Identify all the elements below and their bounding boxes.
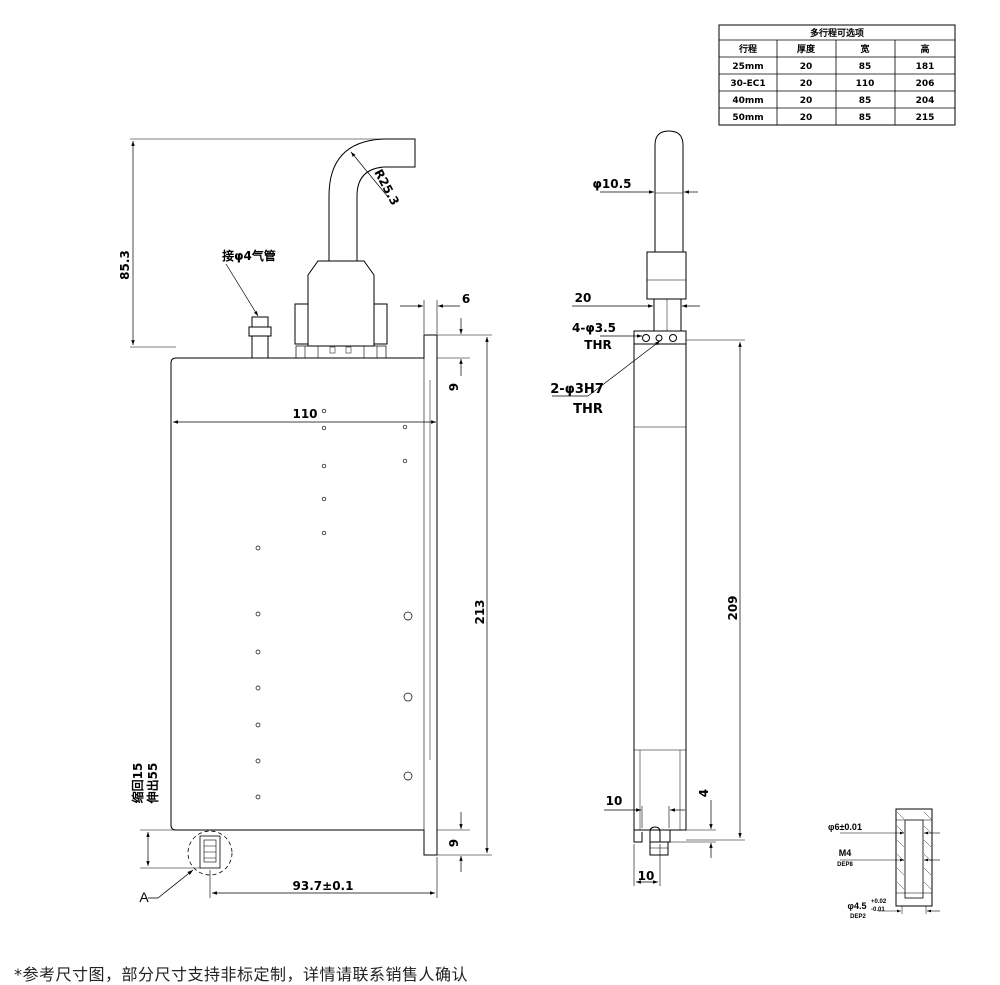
- pin-hole-tol-lower: -0.01: [871, 907, 885, 913]
- dim-top-height: 85.3: [118, 250, 132, 280]
- table-title: 多行程可选项: [810, 27, 864, 39]
- dim-bottom-upper: 10: [606, 794, 623, 808]
- table-cell: 20: [800, 113, 813, 123]
- air-fitting: [248, 316, 272, 359]
- table-header-width: 宽: [859, 43, 869, 55]
- hole-label-a-sub: THR: [584, 338, 611, 352]
- pin-hole-depth: DEP2: [850, 914, 866, 920]
- dim-gap-top: 6: [462, 292, 470, 306]
- table-cell: 50mm: [732, 113, 763, 123]
- front-bent-tube: [328, 138, 416, 261]
- table-cell: 110: [856, 79, 875, 89]
- pin-hole-main: φ4.5: [848, 901, 867, 911]
- table-cell: 30-EC1: [730, 79, 765, 89]
- detail-callout: A: [139, 889, 149, 905]
- hole-label-a: 4-φ3.5: [572, 321, 616, 335]
- dim-bottom-lower: 10: [638, 869, 655, 883]
- footnote: *参考尺寸图，部分尺寸支持非标定制，详情请联系销售人确认: [14, 965, 469, 984]
- dim-bottom-offset: 4: [697, 789, 711, 797]
- front-holes: [255, 408, 413, 800]
- table-cell: 40mm: [732, 96, 763, 106]
- dim-body-height: 209: [726, 595, 740, 620]
- table-cell: 85: [859, 96, 872, 106]
- table-cell: 181: [916, 62, 935, 72]
- table-cell: 204: [916, 96, 935, 106]
- side-rod: [654, 130, 684, 252]
- front-detail-circle: [187, 830, 233, 876]
- thread-label: M4: [839, 848, 852, 858]
- dim-width: 110: [292, 407, 317, 421]
- options-table: 多行程可选项 行程 厚度 宽 高 25mm 20 85 181 30-EC1 2…: [718, 24, 956, 126]
- hole-label-b: 2-φ3H7: [550, 382, 604, 397]
- table-cell: 20: [800, 79, 813, 89]
- table-cell: 206: [916, 79, 935, 89]
- dim-bend-radius: R25.3: [371, 167, 402, 208]
- dim-lower-offset: 9: [447, 839, 461, 847]
- table-cell: 215: [916, 113, 935, 123]
- dim-total-height: 213: [473, 599, 487, 624]
- table-cell: 85: [859, 113, 872, 123]
- hole-label-b-sub: THR: [573, 402, 603, 417]
- table-cell: 25mm: [732, 62, 763, 72]
- front-connector: [294, 260, 388, 359]
- air-fitting-label: 接φ4气管: [222, 248, 276, 263]
- pin-hole-tol-upper: +0.02: [871, 899, 887, 905]
- dim-upper-offset: 9: [447, 383, 461, 391]
- side-body: [633, 343, 687, 831]
- stroke-label-retract: 缩回15: [130, 763, 145, 804]
- table-cell: 20: [800, 96, 813, 106]
- table-header-thickness: 厚度: [797, 43, 816, 55]
- detail-view: [840, 808, 940, 914]
- dim-block-width: 20: [575, 291, 592, 305]
- front-view: [130, 138, 492, 899]
- table-header-height: 高: [920, 43, 929, 55]
- table-cell: 20: [800, 62, 813, 72]
- side-view: [552, 130, 745, 886]
- thread-depth: DEP8: [837, 862, 853, 868]
- stroke-label-extend: 伸出55: [145, 763, 160, 805]
- table-cell: 85: [859, 62, 872, 72]
- table-header-stroke: 行程: [738, 43, 757, 55]
- dim-counterbore: φ6±0.01: [828, 822, 862, 832]
- dim-shaft-dia: φ10.5: [593, 177, 632, 191]
- dim-bottom-width: 93.7±0.1: [293, 879, 354, 893]
